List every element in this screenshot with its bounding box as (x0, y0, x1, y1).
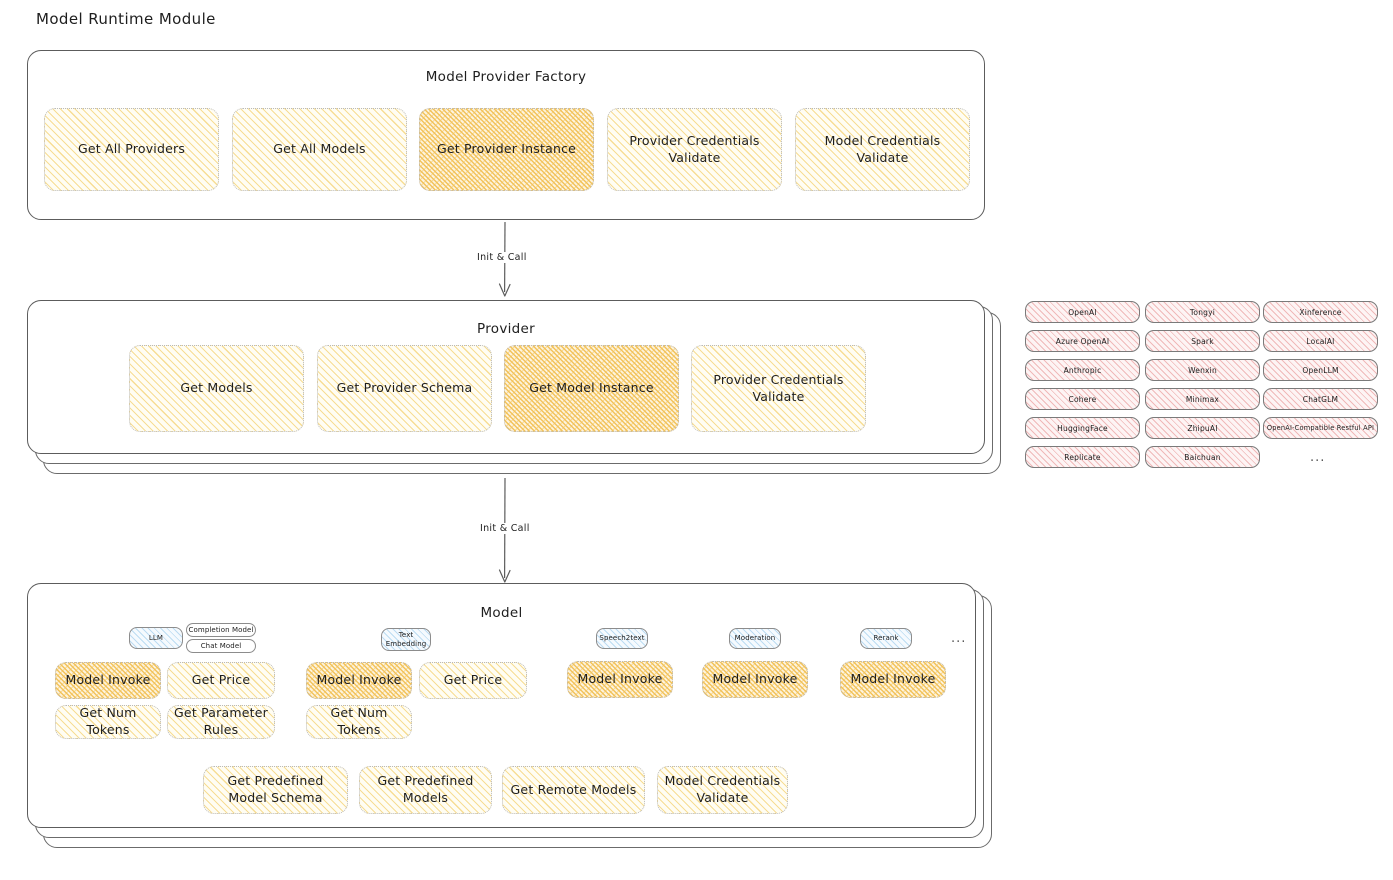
card-text-embedding-get-price[interactable]: Get Price (419, 662, 527, 699)
provider-chip-openai[interactable]: OpenAI (1025, 301, 1140, 323)
card-llm-get-parameter-rules[interactable]: Get Parameter Rules (167, 705, 275, 739)
provider-chip-anthropic[interactable]: Anthropic (1025, 359, 1140, 381)
card-get-all-providers[interactable]: Get All Providers (44, 108, 219, 191)
provider-list-more: ... (1310, 450, 1326, 465)
provider-chip-chatglm[interactable]: ChatGLM (1263, 388, 1378, 410)
provider-chip-openllm[interactable]: OpenLLM (1263, 359, 1378, 381)
card-get-model-instance[interactable]: Get Model Instance (504, 345, 679, 432)
card-provider-credentials-validate-2[interactable]: Provider Credentials Validate (691, 345, 866, 432)
card-moderation-model-invoke[interactable]: Model Invoke (702, 661, 808, 698)
card-model-credentials-validate[interactable]: Model Credentials Validate (795, 108, 970, 191)
factory-title: Model Provider Factory (425, 69, 587, 85)
provider-chip-azure-openai[interactable]: Azure OpenAI (1025, 330, 1140, 352)
arrow-label-init-call-1: Init & Call (474, 252, 530, 263)
provider-title: Provider (477, 321, 535, 337)
provider-chip-baichuan[interactable]: Baichuan (1145, 446, 1260, 468)
provider-chip-openai-compatible-restful-api[interactable]: OpenAI-Compatible Restful API (1263, 417, 1378, 439)
badge-rerank[interactable]: Rerank (860, 628, 912, 649)
card-get-remote-models[interactable]: Get Remote Models (502, 766, 645, 814)
provider-chip-zhipuai[interactable]: ZhipuAI (1145, 417, 1260, 439)
provider-chip-tongyi[interactable]: Tongyi (1145, 301, 1260, 323)
card-text-embedding-get-num-tokens[interactable]: Get Num Tokens (306, 705, 412, 739)
provider-chip-xinference[interactable]: Xinference (1263, 301, 1378, 323)
card-rerank-model-invoke[interactable]: Model Invoke (840, 661, 946, 698)
card-get-provider-schema[interactable]: Get Provider Schema (317, 345, 492, 432)
badge-text-embedding[interactable]: Text Embedding (381, 628, 431, 651)
card-get-provider-instance[interactable]: Get Provider Instance (419, 108, 594, 191)
badge-moderation[interactable]: Moderation (729, 628, 781, 649)
badge-speech2text[interactable]: Speech2text (596, 628, 648, 649)
badge-completion-model[interactable]: Completion Model (186, 623, 256, 637)
page-title: Model Runtime Module (36, 10, 216, 28)
badge-chat-model[interactable]: Chat Model (186, 639, 256, 653)
provider-chip-localai[interactable]: LocalAI (1263, 330, 1378, 352)
card-provider-credentials-validate[interactable]: Provider Credentials Validate (607, 108, 782, 191)
model-title: Model (480, 605, 523, 621)
card-text-embedding-model-invoke[interactable]: Model Invoke (306, 662, 412, 699)
arrow-label-init-call-2: Init & Call (477, 523, 533, 534)
card-llm-model-invoke[interactable]: Model Invoke (55, 662, 161, 699)
provider-chip-huggingface[interactable]: HuggingFace (1025, 417, 1140, 439)
card-get-predefined-model-schema[interactable]: Get Predefined Model Schema (203, 766, 348, 814)
card-speech2text-model-invoke[interactable]: Model Invoke (567, 661, 673, 698)
card-llm-get-price[interactable]: Get Price (167, 662, 275, 699)
card-get-models[interactable]: Get Models (129, 345, 304, 432)
model-types-more: ... (951, 631, 967, 646)
badge-llm[interactable]: LLM (129, 627, 183, 649)
card-get-all-models[interactable]: Get All Models (232, 108, 407, 191)
card-llm-get-num-tokens[interactable]: Get Num Tokens (55, 705, 161, 739)
provider-chip-minimax[interactable]: Minimax (1145, 388, 1260, 410)
card-get-predefined-models[interactable]: Get Predefined Models (359, 766, 492, 814)
provider-chip-cohere[interactable]: Cohere (1025, 388, 1140, 410)
card-model-credentials-validate-2[interactable]: Model Credentials Validate (657, 766, 788, 814)
provider-chip-spark[interactable]: Spark (1145, 330, 1260, 352)
provider-chip-wenxin[interactable]: Wenxin (1145, 359, 1260, 381)
provider-chip-replicate[interactable]: Replicate (1025, 446, 1140, 468)
